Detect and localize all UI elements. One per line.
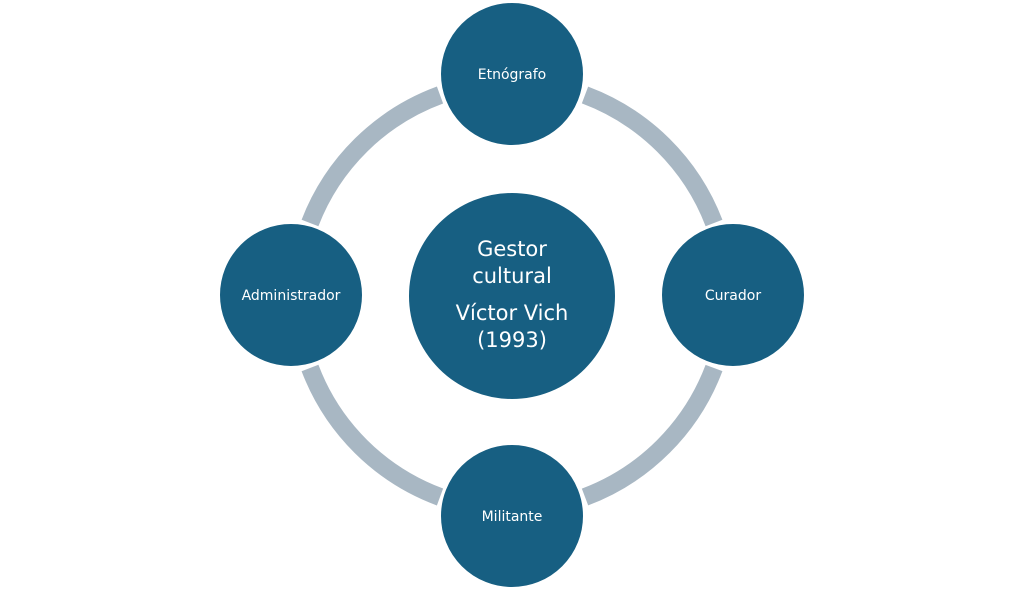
satellite-node-etnografo: Etnógrafo <box>439 1 585 147</box>
satellite-label-curador: Curador <box>705 288 761 304</box>
center-line-2: cultural <box>472 264 552 288</box>
ring-arcs <box>301 86 723 506</box>
satellite-label-militante: Militante <box>482 509 543 525</box>
satellite-circle-left <box>218 222 364 368</box>
satellite-circle-bottom <box>439 443 585 589</box>
center-node: Gestor cultural Víctor Vich (1993) <box>407 191 617 401</box>
center-line-1: Gestor <box>477 237 547 261</box>
satellite-label-administrador: Administrador <box>242 288 341 304</box>
ring-arc-left-top <box>301 86 444 227</box>
ring-arc-bottom-left <box>301 364 444 506</box>
satellite-node-administrador: Administrador <box>218 222 364 368</box>
satellite-label-etnografo: Etnógrafo <box>478 67 547 83</box>
center-line-4: (1993) <box>477 328 547 352</box>
center-circle <box>407 191 617 401</box>
satellite-node-militante: Militante <box>439 443 585 589</box>
ring-arc-top-right <box>581 86 723 227</box>
ring-arc-right-bottom <box>581 364 723 506</box>
satellite-circle-right <box>660 222 806 368</box>
satellite-circle-top <box>439 1 585 147</box>
center-line-3: Víctor Vich <box>456 301 569 325</box>
satellite-node-curador: Curador <box>660 222 806 368</box>
